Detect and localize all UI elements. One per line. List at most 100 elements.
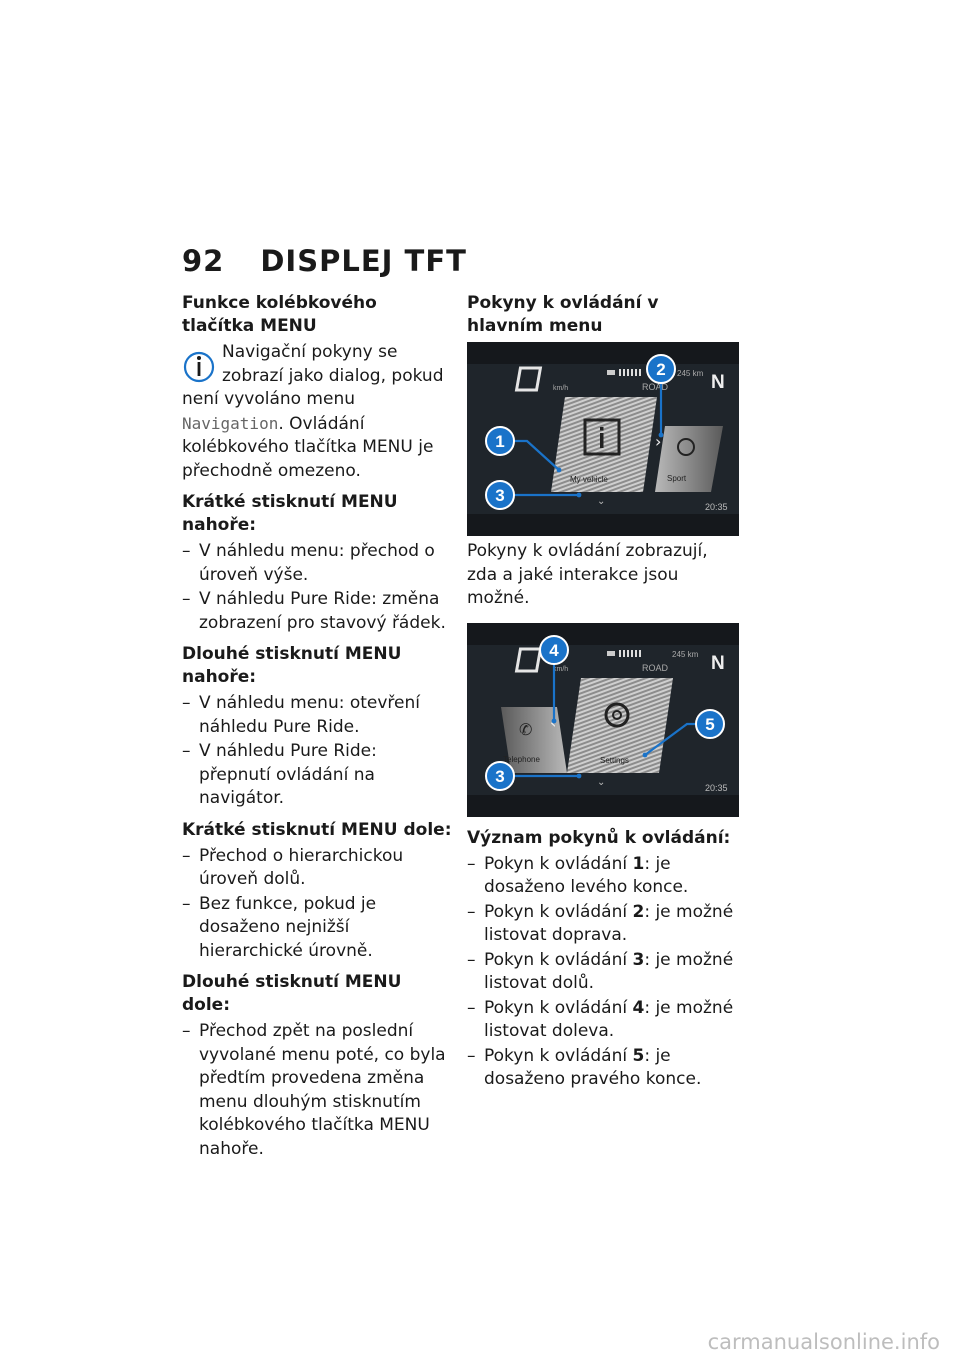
tile-label: Telephone xyxy=(503,755,540,764)
instruction-heading: Krátké stisknutí MENU nahoře: xyxy=(182,492,398,535)
list-item-text: : je možné listovat doleva. xyxy=(484,997,734,1042)
section-heading: Pokyny k ovládání v hlavním menu xyxy=(467,293,659,336)
list-item: –V náhledu Pure Ride: změna zobrazení pr… xyxy=(182,588,452,635)
list-item-text: V náhledu menu: otevření náhledu Pure Ri… xyxy=(199,693,421,737)
riding-mode: ROAD xyxy=(642,382,669,392)
dash-bullet: – xyxy=(467,1045,476,1066)
phone-icon: ✆ xyxy=(519,720,532,739)
gear-indicator: N xyxy=(711,653,725,674)
tile-label: Settings xyxy=(600,756,629,765)
svg-text:4: 4 xyxy=(549,641,559,660)
instruction-list: –V náhledu menu: přechod o úroveň výše.–… xyxy=(182,540,452,635)
callout-number: 3 xyxy=(632,949,645,970)
list-item-text: Pokyn k ovládání xyxy=(484,853,633,874)
svg-text:1: 1 xyxy=(495,432,504,451)
callout-number: 4 xyxy=(632,997,645,1018)
info-note: Navigační pokyny se zobrazí jako dialog,… xyxy=(182,341,452,483)
dash-bullet: – xyxy=(182,741,191,761)
dash-bullet: – xyxy=(467,901,476,922)
page-number: 92 xyxy=(182,244,225,278)
dash-bullet: – xyxy=(182,845,191,866)
callout-badge: 2 xyxy=(646,354,676,384)
dash-bullet: – xyxy=(467,997,476,1018)
list-item: –Pokyn k ovládání 3: je možné listovat d… xyxy=(467,949,737,996)
list-item: –V náhledu menu: otevření náhledu Pure R… xyxy=(182,692,452,739)
page-title: DISPLEJ TFT xyxy=(260,244,467,278)
range-readout: 245 km xyxy=(672,650,699,659)
riding-mode: ROAD xyxy=(642,663,669,673)
list-item-text: V náhledu Pure Ride: přepnutí ovládání n… xyxy=(199,741,377,808)
clock: 20:35 xyxy=(705,783,728,793)
list-item-text: Pokyn k ovládání xyxy=(484,997,633,1018)
tile-label: Sport xyxy=(667,474,687,483)
list-item-text: : je možné listovat dolů. xyxy=(484,949,734,994)
list-item-text: : je dosaženo levého konce. xyxy=(484,853,689,898)
dash-bullet: – xyxy=(182,589,191,609)
right-column: Pokyny k ovládání v hlavním menu km/h 24… xyxy=(467,292,739,1100)
list-item: –Přechod zpět na poslední vyvolané menu … xyxy=(182,1020,452,1161)
list-item-text: V náhledu menu: přechod o úroveň výše. xyxy=(199,541,435,585)
note-text-end: . Ovládání kolébkového tlačítka MENU je … xyxy=(182,413,434,481)
left-column: Funkce kolébkového tlačítka MENU Navigač… xyxy=(182,292,452,1169)
figure-caption: Pokyny k ovládání zobrazují, zda a jaké … xyxy=(467,541,708,608)
tft-screen-settings-menu: km/h 245 km ROAD N ✆ Telephone Settings … xyxy=(467,622,739,817)
callout-number: 5 xyxy=(632,1045,645,1066)
gear-indicator: N xyxy=(711,372,725,393)
dash-bullet: – xyxy=(182,893,191,914)
svg-text:3: 3 xyxy=(495,486,504,505)
list-item: –Pokyn k ovládání 1: je dosaženo levého … xyxy=(467,853,737,900)
callout-badge: 4 xyxy=(539,634,569,665)
list-item: –V náhledu menu: přechod o úroveň výše. xyxy=(182,540,452,587)
instruction-section: Krátké stisknutí MENU nahoře:–V náhledu … xyxy=(182,491,452,635)
svg-text:5: 5 xyxy=(705,715,714,734)
callout-badge: 3 xyxy=(485,480,515,510)
dash-bullet: – xyxy=(182,1021,191,1041)
list-item-text: : je dosaženo pravého konce. xyxy=(484,1045,702,1090)
section-heading: Funkce kolébkového tlačítka MENU xyxy=(182,293,377,336)
list-item-text: : je možné listovat doprava. xyxy=(484,901,734,946)
meaning-list: –Pokyn k ovládání 1: je dosaženo levého … xyxy=(467,853,737,1092)
callout-badge: 3 xyxy=(485,760,515,791)
left-sections: Krátké stisknutí MENU nahoře:–V náhledu … xyxy=(182,491,452,1161)
list-item-text: V náhledu Pure Ride: změna zobrazení pro… xyxy=(199,589,446,633)
dash-bullet: – xyxy=(467,853,476,874)
instruction-section: Dlouhé stisknutí MENU dole: –Přechod zpět… xyxy=(182,971,452,1161)
page-header: 92 DISPLEJ TFT xyxy=(182,244,467,278)
dash-bullet: – xyxy=(182,541,191,561)
instruction-heading: Dlouhé stisknutí MENU dole: xyxy=(182,972,402,1015)
tft-screen-main-menu: km/h 245 km ROAD N My vehicle Sport › ⌄ … xyxy=(467,342,739,536)
svg-text:3: 3 xyxy=(495,767,504,786)
note-menu-name: Navigation xyxy=(182,413,279,433)
instruction-list: –Přechod o hierarchickou úroveň dolů.–Be… xyxy=(182,845,452,964)
speed-unit: km/h xyxy=(553,385,568,392)
instruction-list: –V náhledu menu: otevření náhledu Pure R… xyxy=(182,692,452,811)
list-item: –V náhledu Pure Ride: přepnutí ovládání … xyxy=(182,740,452,811)
chevron-down-icon: ⌄ xyxy=(597,496,605,507)
list-item-text: Pokyn k ovládání xyxy=(484,901,633,922)
svg-text:2: 2 xyxy=(656,360,665,379)
chevron-right-icon: › xyxy=(655,432,661,451)
list-item-text: Přechod zpět na poslední vyvolané menu p… xyxy=(199,1021,446,1159)
list-item: –Pokyn k ovládání 2: je možné listovat d… xyxy=(467,901,737,948)
callout-badge: 5 xyxy=(695,708,725,739)
list-item-text: Bez funkce, pokud je dosaženo nejnižší h… xyxy=(199,893,377,961)
callout-badge: 1 xyxy=(485,426,515,456)
instruction-heading: Dlouhé stisknutí MENU nahoře: xyxy=(182,644,402,687)
meaning-heading: Význam pokynů k ovládání: xyxy=(467,827,731,848)
list-item: –Pokyn k ovládání 5: je dosaženo pravého… xyxy=(467,1045,737,1092)
list-item-text: Pokyn k ovládání xyxy=(484,949,633,970)
instruction-section: Krátké stisknutí MENU dole:–Přechod o hi… xyxy=(182,819,452,964)
range-readout: 245 km xyxy=(677,369,704,378)
tile-label: My vehicle xyxy=(570,475,608,484)
instruction-list: –Přechod zpět na poslední vyvolané menu … xyxy=(182,1020,452,1161)
note-text: Navigační pokyny se zobrazí jako dialog,… xyxy=(182,342,444,409)
speed-unit: km/h xyxy=(553,666,568,673)
callout-number: 1 xyxy=(632,853,645,874)
instruction-section: Dlouhé stisknutí MENU nahoře:–V náhledu … xyxy=(182,643,452,811)
watermark: carmanualsonline.info xyxy=(707,1330,940,1354)
list-item: –Pokyn k ovládání 4: je možné listovat d… xyxy=(467,997,737,1044)
callout-number: 2 xyxy=(632,901,645,922)
chevron-down-icon: ⌄ xyxy=(597,777,605,788)
list-item-text: Přechod o hierarchickou úroveň dolů. xyxy=(199,845,404,890)
dash-bullet: – xyxy=(182,693,191,713)
